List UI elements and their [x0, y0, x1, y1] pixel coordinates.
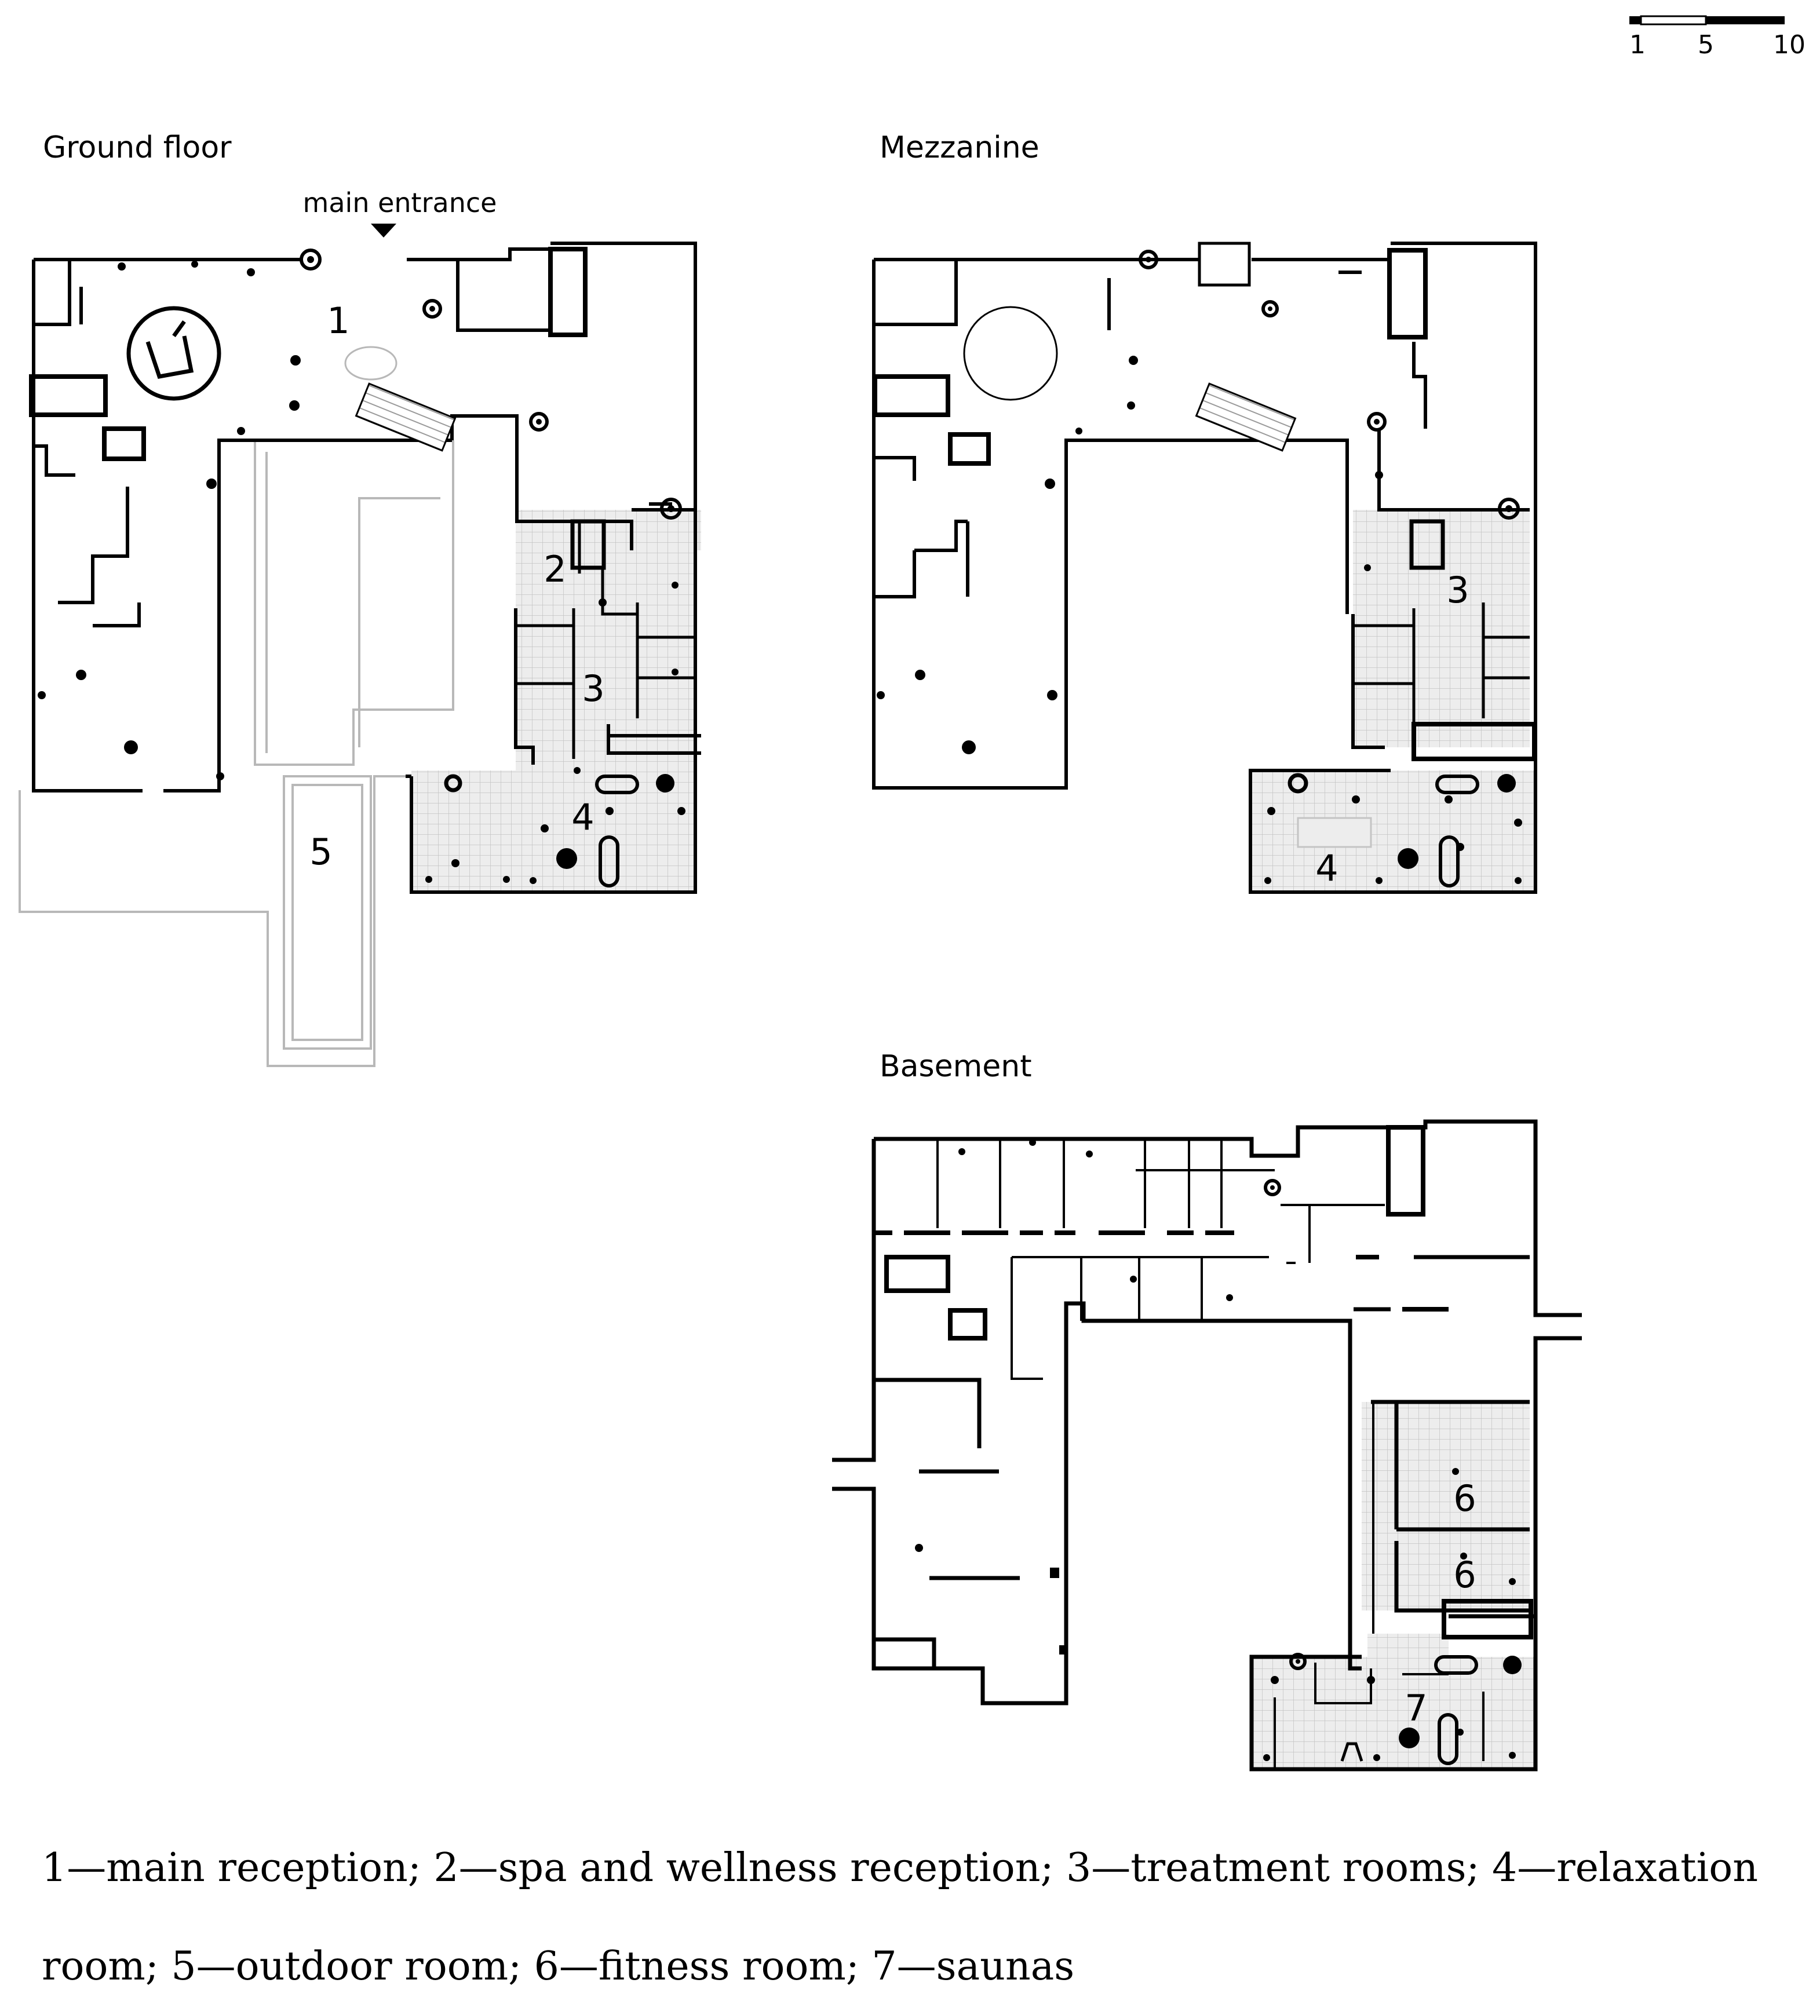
mezzanine-bench: [1297, 817, 1372, 848]
room-label-1: 1: [327, 300, 349, 342]
mezzanine-partitions: [1353, 519, 1530, 753]
basement-partitions: [936, 1139, 1485, 1769]
basement-columns: [915, 1139, 1522, 1761]
ground-floor-walls: [29, 242, 701, 894]
basement-room-label-6a: 6: [1453, 1477, 1476, 1520]
basement-title: Basement: [880, 1049, 1032, 1084]
round-feature-icon: [126, 306, 221, 401]
room-label-5: 5: [309, 831, 332, 873]
mezzanine-plan: Mezzanine: [872, 130, 1537, 894]
ground-stair: [355, 382, 457, 452]
main-entrance-label: main entrance: [303, 187, 497, 218]
basement-room-label-6b: 6: [1453, 1554, 1476, 1596]
ground-capsule: [595, 775, 639, 888]
basement-room-label-7: 7: [1405, 1687, 1427, 1729]
mezzanine-walls: [872, 242, 1537, 894]
outdoor-area-outline: [19, 440, 454, 1067]
ground-floor-plan: Ground floor main entrance: [19, 130, 701, 1067]
floor-plan-sheet: 1 5 10 Ground floor main entrance: [19, 15, 1806, 1772]
room-legend: 1—main reception; 2—spa and wellness rec…: [42, 1819, 1780, 2016]
room-label-2: 2: [544, 548, 566, 590]
legend-text: 1—main reception; 2—spa and wellness rec…: [42, 1845, 1758, 1989]
scale-bar: 1 5 10: [1629, 15, 1806, 60]
scale-tick-5: 5: [1698, 30, 1714, 60]
basement-capsule: [1434, 1655, 1478, 1765]
scale-tick-10: 10: [1773, 30, 1806, 60]
basement-walls: [832, 1119, 1582, 1772]
basement-sauna-bench: [1340, 1742, 1363, 1762]
basement-gym-hatch: [1252, 1402, 1535, 1769]
mezzanine-void-circle: [963, 306, 1058, 401]
mezzanine-stair: [1195, 382, 1297, 452]
mezzanine-room-label-3: 3: [1446, 569, 1469, 611]
room-label-3: 3: [582, 667, 604, 710]
mezzanine-spa-hatch: [1250, 510, 1535, 892]
spa-zone-hatch: [411, 510, 701, 892]
ground-floor-title: Ground floor: [43, 130, 232, 165]
ground-columns: [38, 249, 685, 884]
entrance-arrow-icon: [371, 224, 396, 238]
treatment-room-partitions: [516, 519, 695, 759]
room-label-4: 4: [571, 796, 594, 838]
scale-tick-1: 1: [1629, 30, 1646, 60]
reception-desk: [344, 346, 397, 381]
mezzanine-room-label-4: 4: [1315, 847, 1338, 889]
mezzanine-columns: [877, 250, 1522, 884]
basement-dashes: [875, 1230, 1449, 1312]
mezzanine-capsule: [1435, 775, 1479, 888]
mezzanine-title: Mezzanine: [880, 130, 1040, 165]
basement-plan: Basement: [832, 1049, 1582, 1772]
